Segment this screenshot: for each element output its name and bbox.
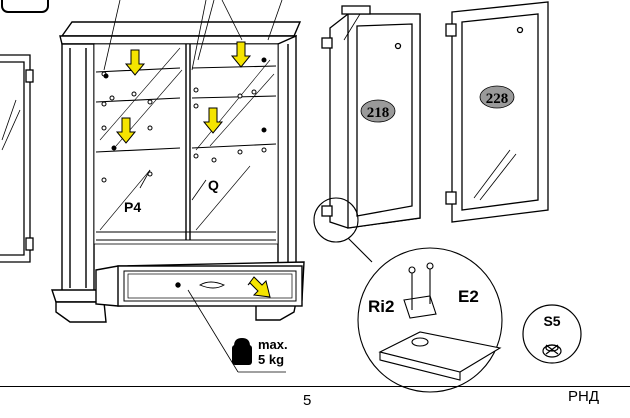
knob-part-label: S5 [543, 313, 560, 329]
hinge-detail-callout [313, 197, 503, 393]
left-door-partial [0, 54, 34, 263]
number-badge-228: 228 [479, 85, 515, 109]
page-number: 5 [303, 392, 312, 409]
weight-max-label: max. [258, 337, 288, 352]
shelf-support-label: P4 [124, 199, 141, 215]
step-badge [1, 0, 49, 13]
weight-value-label: 5 kg [258, 352, 284, 367]
door-panel-228 [445, 1, 549, 223]
leader-lines [103, 0, 286, 373]
divider-label: Q [208, 177, 219, 193]
weight-icon [232, 338, 252, 365]
number-badge-218: 218 [360, 99, 396, 123]
hinge-part-label: Ri2 [368, 297, 394, 316]
svg-text:228: 228 [486, 91, 509, 107]
insert-arrows [115, 41, 271, 298]
svg-text:218: 218 [367, 105, 390, 121]
cabinet [51, 21, 305, 323]
brand-label: РНД [568, 388, 599, 405]
shelf-pins [101, 57, 267, 183]
footer-rule [0, 386, 630, 387]
knob-detail [522, 304, 582, 364]
screw-part-label: E2 [458, 287, 479, 306]
